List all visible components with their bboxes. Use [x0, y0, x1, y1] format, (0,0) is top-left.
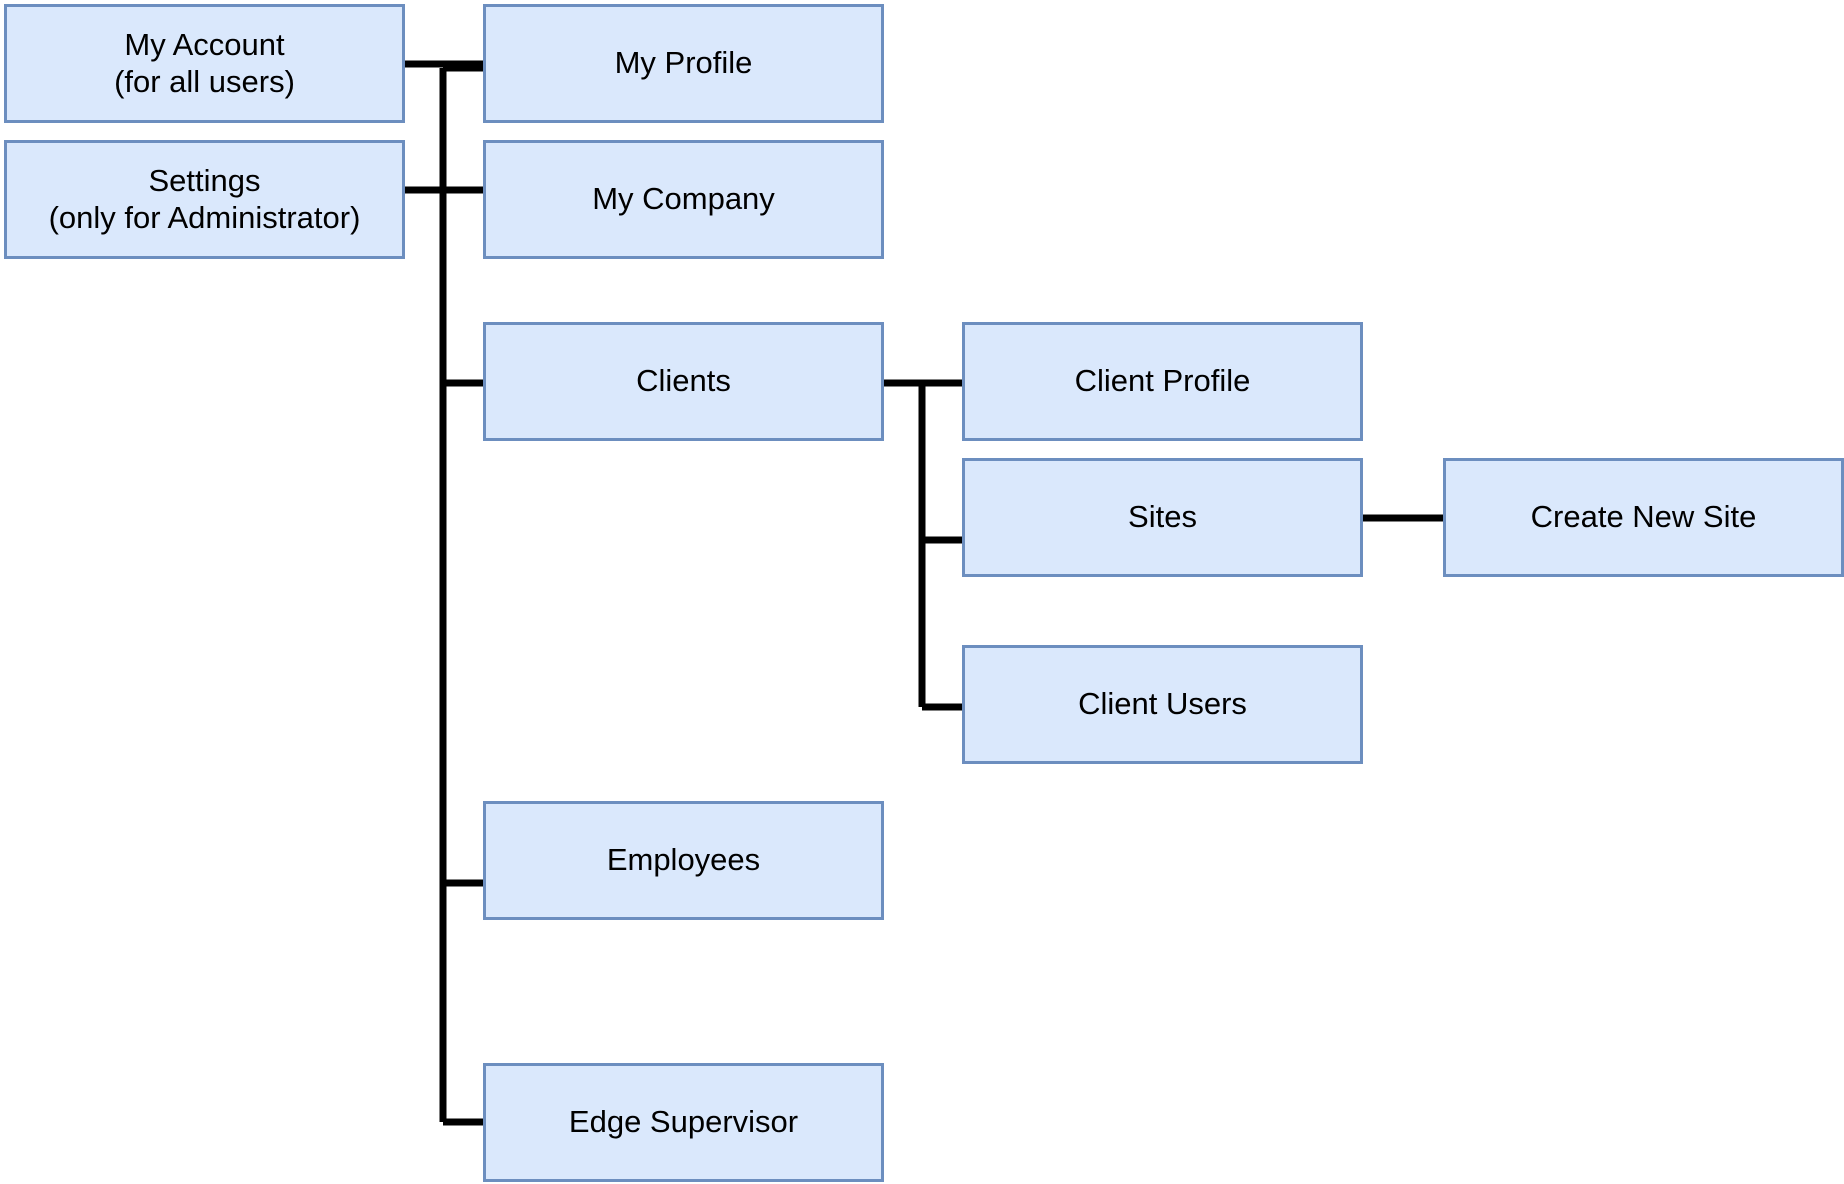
node-client-profile[interactable]: Client Profile — [962, 322, 1363, 441]
node-edge-supervisor[interactable]: Edge Supervisor — [483, 1063, 884, 1182]
node-my-company[interactable]: My Company — [483, 140, 884, 259]
node-settings[interactable]: Settings (only for Administrator) — [4, 140, 405, 259]
node-clients-label: Clients — [636, 363, 731, 399]
node-my-account-label: My Account (for all users) — [114, 26, 295, 99]
node-client-users[interactable]: Client Users — [962, 645, 1363, 764]
node-my-company-label: My Company — [592, 181, 775, 217]
node-clients[interactable]: Clients — [483, 322, 884, 441]
node-employees-label: Employees — [606, 842, 761, 878]
node-create-new-site-label: Create New Site — [1530, 499, 1757, 535]
node-sites[interactable]: Sites — [962, 458, 1363, 577]
node-client-users-label: Client Users — [1078, 686, 1247, 722]
node-create-new-site[interactable]: Create New Site — [1443, 458, 1844, 577]
node-my-account[interactable]: My Account (for all users) — [4, 4, 405, 123]
node-client-profile-label: Client Profile — [1074, 363, 1251, 399]
node-my-profile[interactable]: My Profile — [483, 4, 884, 123]
node-edge-supervisor-label: Edge Supervisor — [568, 1104, 799, 1140]
node-settings-label: Settings (only for Administrator) — [48, 162, 361, 235]
node-employees[interactable]: Employees — [483, 801, 884, 920]
node-my-profile-label: My Profile — [614, 45, 753, 81]
node-sites-label: Sites — [1128, 499, 1197, 535]
